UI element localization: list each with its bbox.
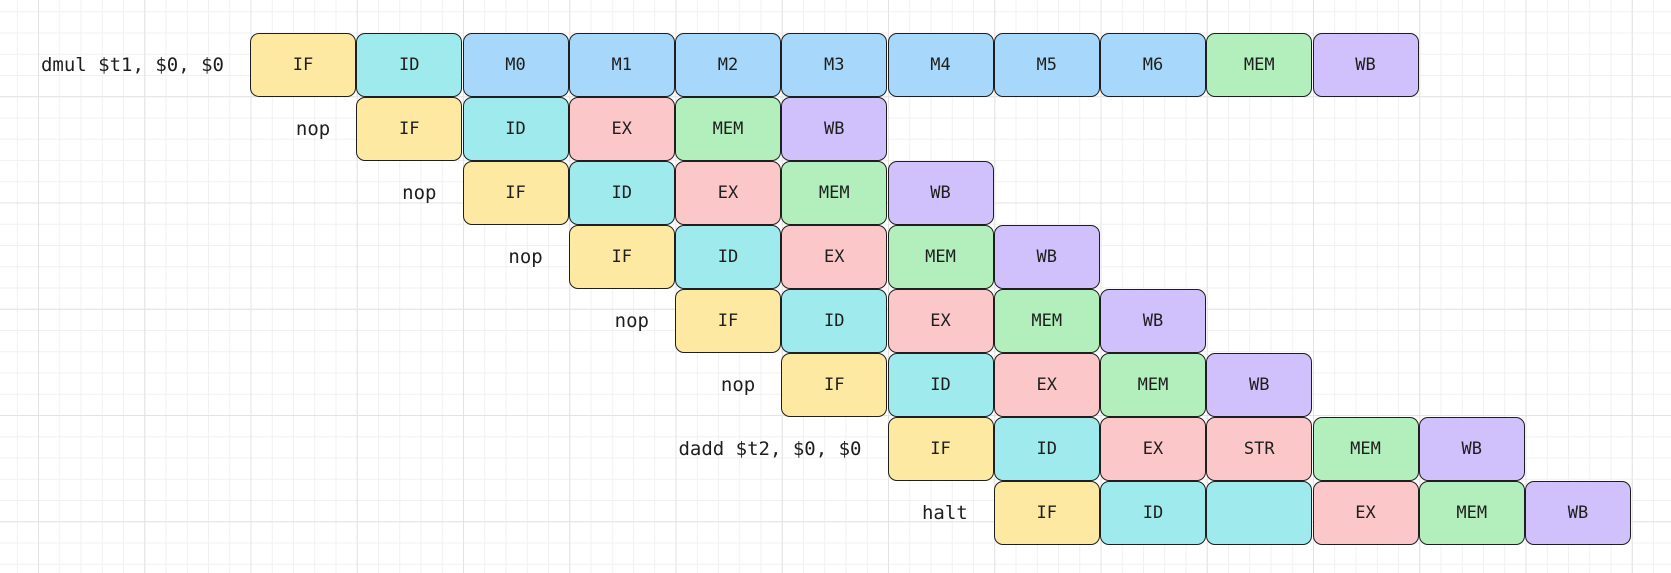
stage-cell-wb: WB bbox=[1525, 481, 1631, 545]
stage-cell-wb: WB bbox=[1206, 353, 1313, 417]
stage-cell-wb: WB bbox=[887, 161, 994, 225]
stage-cell-id: ID bbox=[993, 417, 1100, 481]
stage-cell-m6: M6 bbox=[1100, 33, 1206, 97]
stage-cell-id: ID bbox=[462, 97, 569, 161]
stage-cell-wb: WB bbox=[1312, 33, 1419, 97]
stage-cell-ex: EX bbox=[675, 161, 781, 225]
instruction-label: dmul $t1, $0, $0 bbox=[40, 54, 224, 76]
instruction-label: nop bbox=[508, 246, 543, 268]
stage-cell-wb: WB bbox=[1100, 289, 1206, 353]
stage-cell-mem: MEM bbox=[675, 97, 781, 161]
stage-cell-if: IF bbox=[993, 481, 1100, 545]
stage-cell-str: STR bbox=[1206, 417, 1313, 481]
stage-cell-if: IF bbox=[568, 225, 675, 289]
stage-cell-mem: MEM bbox=[1100, 353, 1206, 417]
stage-cell-ex: EX bbox=[887, 289, 994, 353]
instruction-label: nop bbox=[720, 374, 756, 396]
stage-cell-id: ID bbox=[887, 353, 994, 417]
stage-cell-m2: M2 bbox=[675, 33, 781, 97]
stage-cell-m1: M1 bbox=[568, 33, 675, 97]
stage-cell-id: ID bbox=[675, 225, 781, 289]
stage-cell-mem: MEM bbox=[1418, 481, 1525, 545]
stage-cell-ex: EX bbox=[993, 353, 1100, 417]
instruction-label: nop bbox=[614, 310, 649, 332]
stage-cell-m4: M4 bbox=[887, 33, 994, 97]
stage-cell-if: IF bbox=[675, 289, 781, 353]
stage-cell-id: ID bbox=[356, 33, 463, 97]
stage-cell-if: IF bbox=[462, 161, 569, 225]
stage-cell-id: ID bbox=[1100, 481, 1206, 545]
stage-cell-wb: WB bbox=[1418, 417, 1525, 481]
instruction-label: nop bbox=[402, 182, 437, 204]
stage-cell-m0: M0 bbox=[462, 33, 569, 97]
stage-cell-ex: EX bbox=[1312, 481, 1419, 545]
stage-cell-mem: MEM bbox=[1206, 33, 1313, 97]
stage-cell-if: IF bbox=[356, 97, 463, 161]
instruction-label: dadd $t2, $0, $0 bbox=[678, 438, 862, 460]
stage-cell-ex: EX bbox=[781, 225, 888, 289]
stage-cell-mem: MEM bbox=[993, 289, 1100, 353]
stage-cell-id: ID bbox=[781, 289, 888, 353]
stage-cell-if: IF bbox=[887, 417, 994, 481]
stage-cell-wb: WB bbox=[781, 97, 888, 161]
instruction-label: nop bbox=[295, 118, 331, 140]
stage-cell-m5: M5 bbox=[993, 33, 1100, 97]
stage-cell-id: ID bbox=[568, 161, 675, 225]
stage-cell-mem: MEM bbox=[887, 225, 994, 289]
stage-cell-m3: M3 bbox=[781, 33, 888, 97]
stage-cell-mem: MEM bbox=[781, 161, 888, 225]
instruction-label: halt bbox=[921, 502, 968, 524]
stage-cell-if: IF bbox=[250, 33, 356, 97]
stage-cell-wb: WB bbox=[993, 225, 1100, 289]
stage-cell-empty bbox=[1206, 481, 1313, 545]
stage-cell-mem: MEM bbox=[1312, 417, 1419, 481]
stage-cell-ex: EX bbox=[568, 97, 675, 161]
stage-cell-ex: EX bbox=[1100, 417, 1206, 481]
stage-cell-if: IF bbox=[781, 353, 888, 417]
